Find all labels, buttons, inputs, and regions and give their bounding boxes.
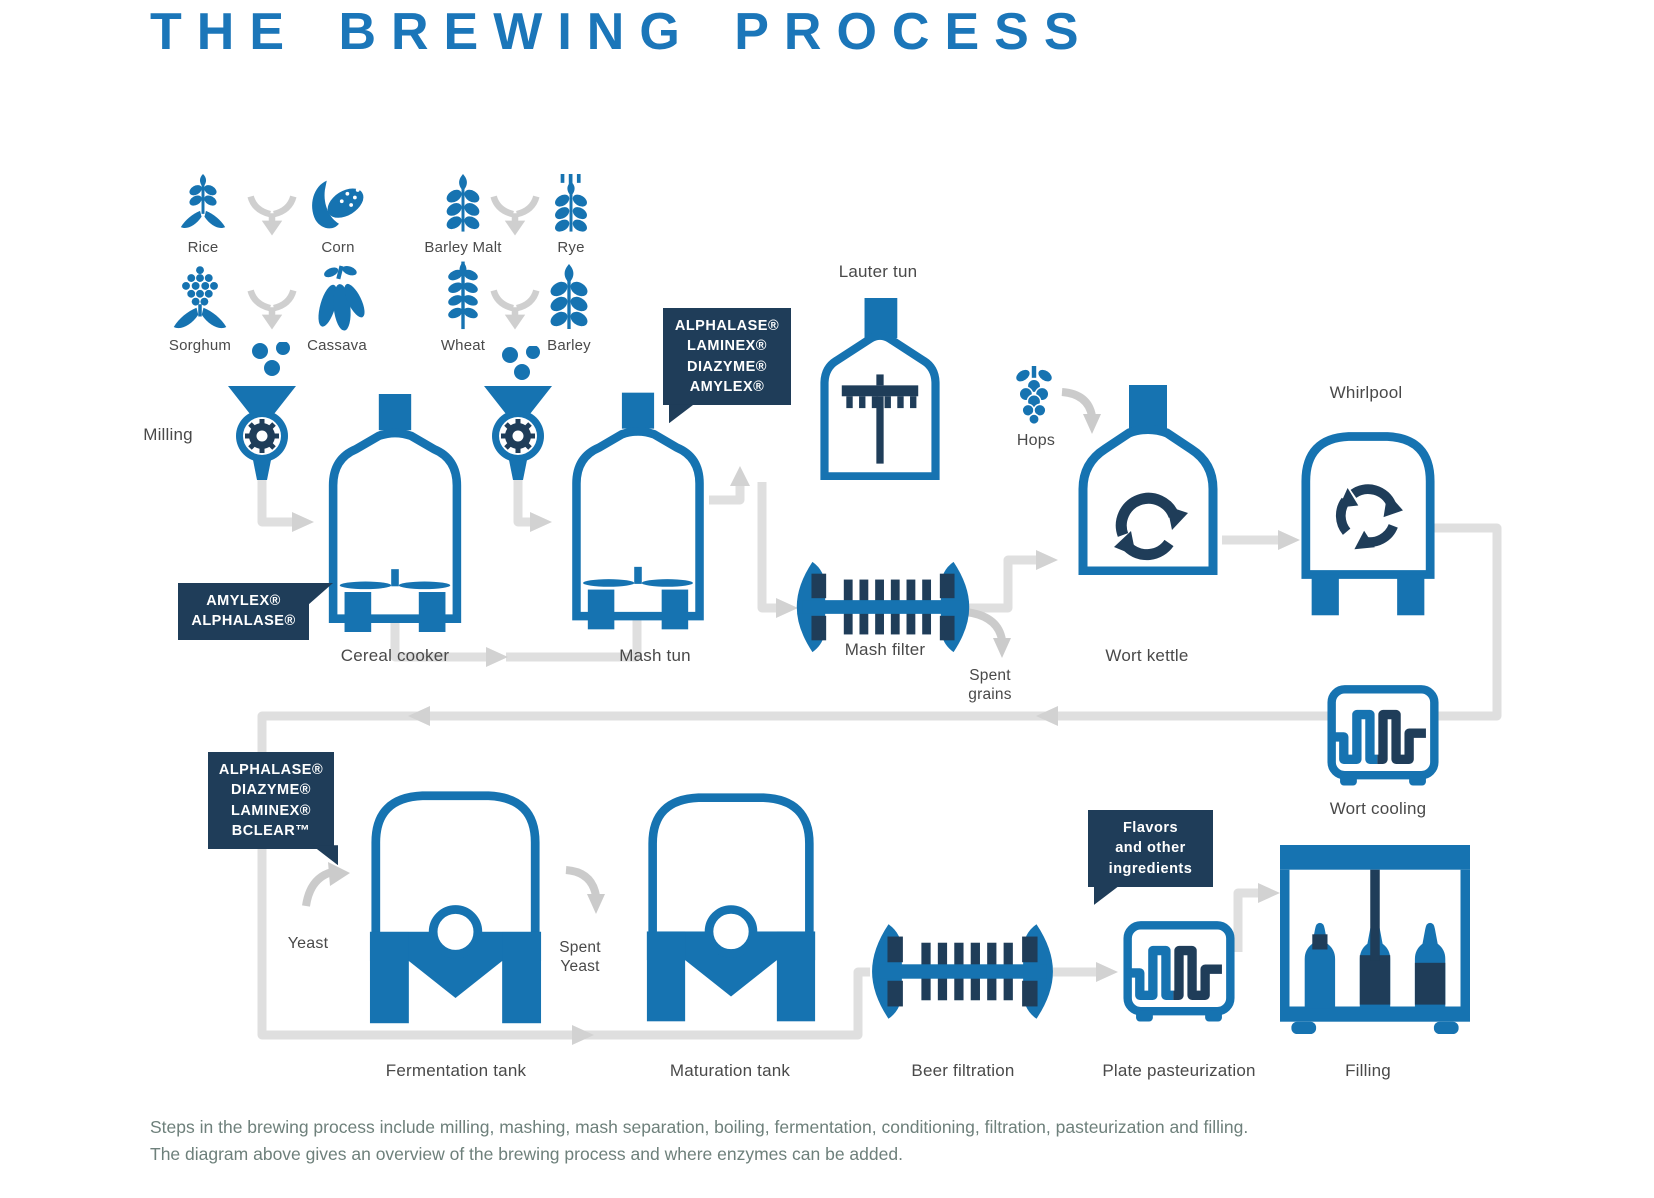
barley-icon [547,264,591,330]
beer-filtration-label: Beer filtration [911,1061,1015,1080]
ingredient-rice: Rice [148,174,258,256]
corn-icon [312,180,368,229]
filling-machine-icon [1280,845,1470,1035]
wheat-icon [446,261,480,330]
ingredient-label: Rice [187,239,219,256]
barley-malt-icon [444,174,482,232]
callout-flavors: Flavors and other ingredients [1088,810,1213,905]
enzyme-name: LAMINEX® [231,802,311,819]
sorghum-icon [173,266,227,329]
ingredient-wheat: Wheat [408,260,518,354]
enzyme-name: DIAZYME® [231,782,311,799]
lauter-tun-icon [808,298,952,480]
grist-dots-icon [252,342,290,376]
callout-line: Flavors [1122,820,1179,836]
mash-filter-label: Mash filter [844,640,926,659]
cereal-cooker-icon [323,394,467,632]
hops-icon [1013,366,1055,426]
callout-line: ingredients [1108,860,1193,877]
cereal-cooker-label: Cereal cooker [340,646,450,665]
wort-kettle-icon [1073,385,1223,575]
beer-filtration-icon [872,924,1053,1019]
ingredient-rye: Rye [516,174,626,256]
milling-label: Milling [143,425,193,444]
milling-icon [484,386,552,480]
filling-label: Filling [1345,1061,1391,1080]
maturation-tank-label: Maturation tank [669,1061,791,1080]
wort-cooling-label: Wort cooling [1329,799,1427,818]
milling-icon [228,386,296,480]
yeast-label: Yeast [287,935,329,952]
caption: Steps in the brewing process include mil… [150,1114,1480,1168]
hops-label: Hops [1016,432,1056,449]
wort-cooling-icon [1327,682,1439,790]
merge-arrow-icon [246,288,298,332]
ingredient-cassava: Cassava [282,264,392,354]
fermentation-tank-icon [368,788,543,1031]
rice-icon [180,174,226,229]
ingredient-label: Rye [557,239,585,256]
ingredient-label: Cassava [307,337,367,354]
enzyme-name: ALPHALASE® [191,613,296,630]
wort-kettle-label: Wort kettle [1105,646,1189,665]
enzyme-name: ALPHALASE® [674,318,780,334]
cassava-icon [314,264,366,332]
spent-grains-label: Spent grains [968,667,1012,704]
lauter-tun-label: Lauter tun [838,262,918,281]
whirlpool-label: Whirlpool [1329,383,1403,402]
grist-dots-icon [502,346,540,380]
whirlpool-icon [1300,428,1436,618]
callout-fermentation-enzymes: ALPHALASE® DIAZYME® LAMINEX® BCLEAR™ [208,752,338,866]
rye-icon [552,174,590,235]
ingredient-label: Sorghum [168,337,232,354]
ingredient-label: Wheat [440,337,486,354]
fermentation-tank-label: Fermentation tank [385,1061,527,1080]
ingredient-label: Barley [547,337,591,354]
mash-tun-icon [567,392,709,630]
enzyme-name: LAMINEX® [687,338,767,355]
callout-mash-tun-enzymes: ALPHALASE® LAMINEX® DIAZYME® AMYLEX® [663,308,791,424]
merge-arrow-icon [246,194,298,238]
callout-cereal-cooker-enzymes: AMYLEX® ALPHALASE® [178,583,333,640]
enzyme-name: ALPHALASE® [218,762,324,778]
caption-line-1: Steps in the brewing process include mil… [150,1117,1249,1137]
mash-tun-label: Mash tun [619,646,691,665]
enzyme-name: BCLEAR™ [231,822,311,839]
enzyme-name: AMYLEX® [206,593,281,609]
ingredient-barley: Barley [514,264,624,354]
merge-arrow-icon [489,194,541,238]
caption-line-2: The diagram above gives an overview of t… [150,1144,903,1165]
enzyme-name: DIAZYME® [687,358,767,375]
ingredient-barley-malt: Barley Malt [408,174,518,256]
plate-pasteurization-icon [1123,917,1235,1027]
ingredient-label: Barley Malt [424,239,502,256]
page-title: THE BREWING PROCESS [150,3,1094,61]
ingredient-corn: Corn [283,174,393,256]
maturation-tank-icon [645,788,817,1031]
enzyme-name: AMYLEX® [689,378,765,395]
plate-pasteurization-label: Plate pasteurization [1102,1061,1256,1080]
callout-line: and other [1115,840,1186,857]
spent-yeast-label: Spent Yeast [559,939,601,976]
ingredient-sorghum: Sorghum [145,264,255,354]
merge-arrow-icon [489,288,541,332]
ingredient-label: Corn [321,239,355,256]
